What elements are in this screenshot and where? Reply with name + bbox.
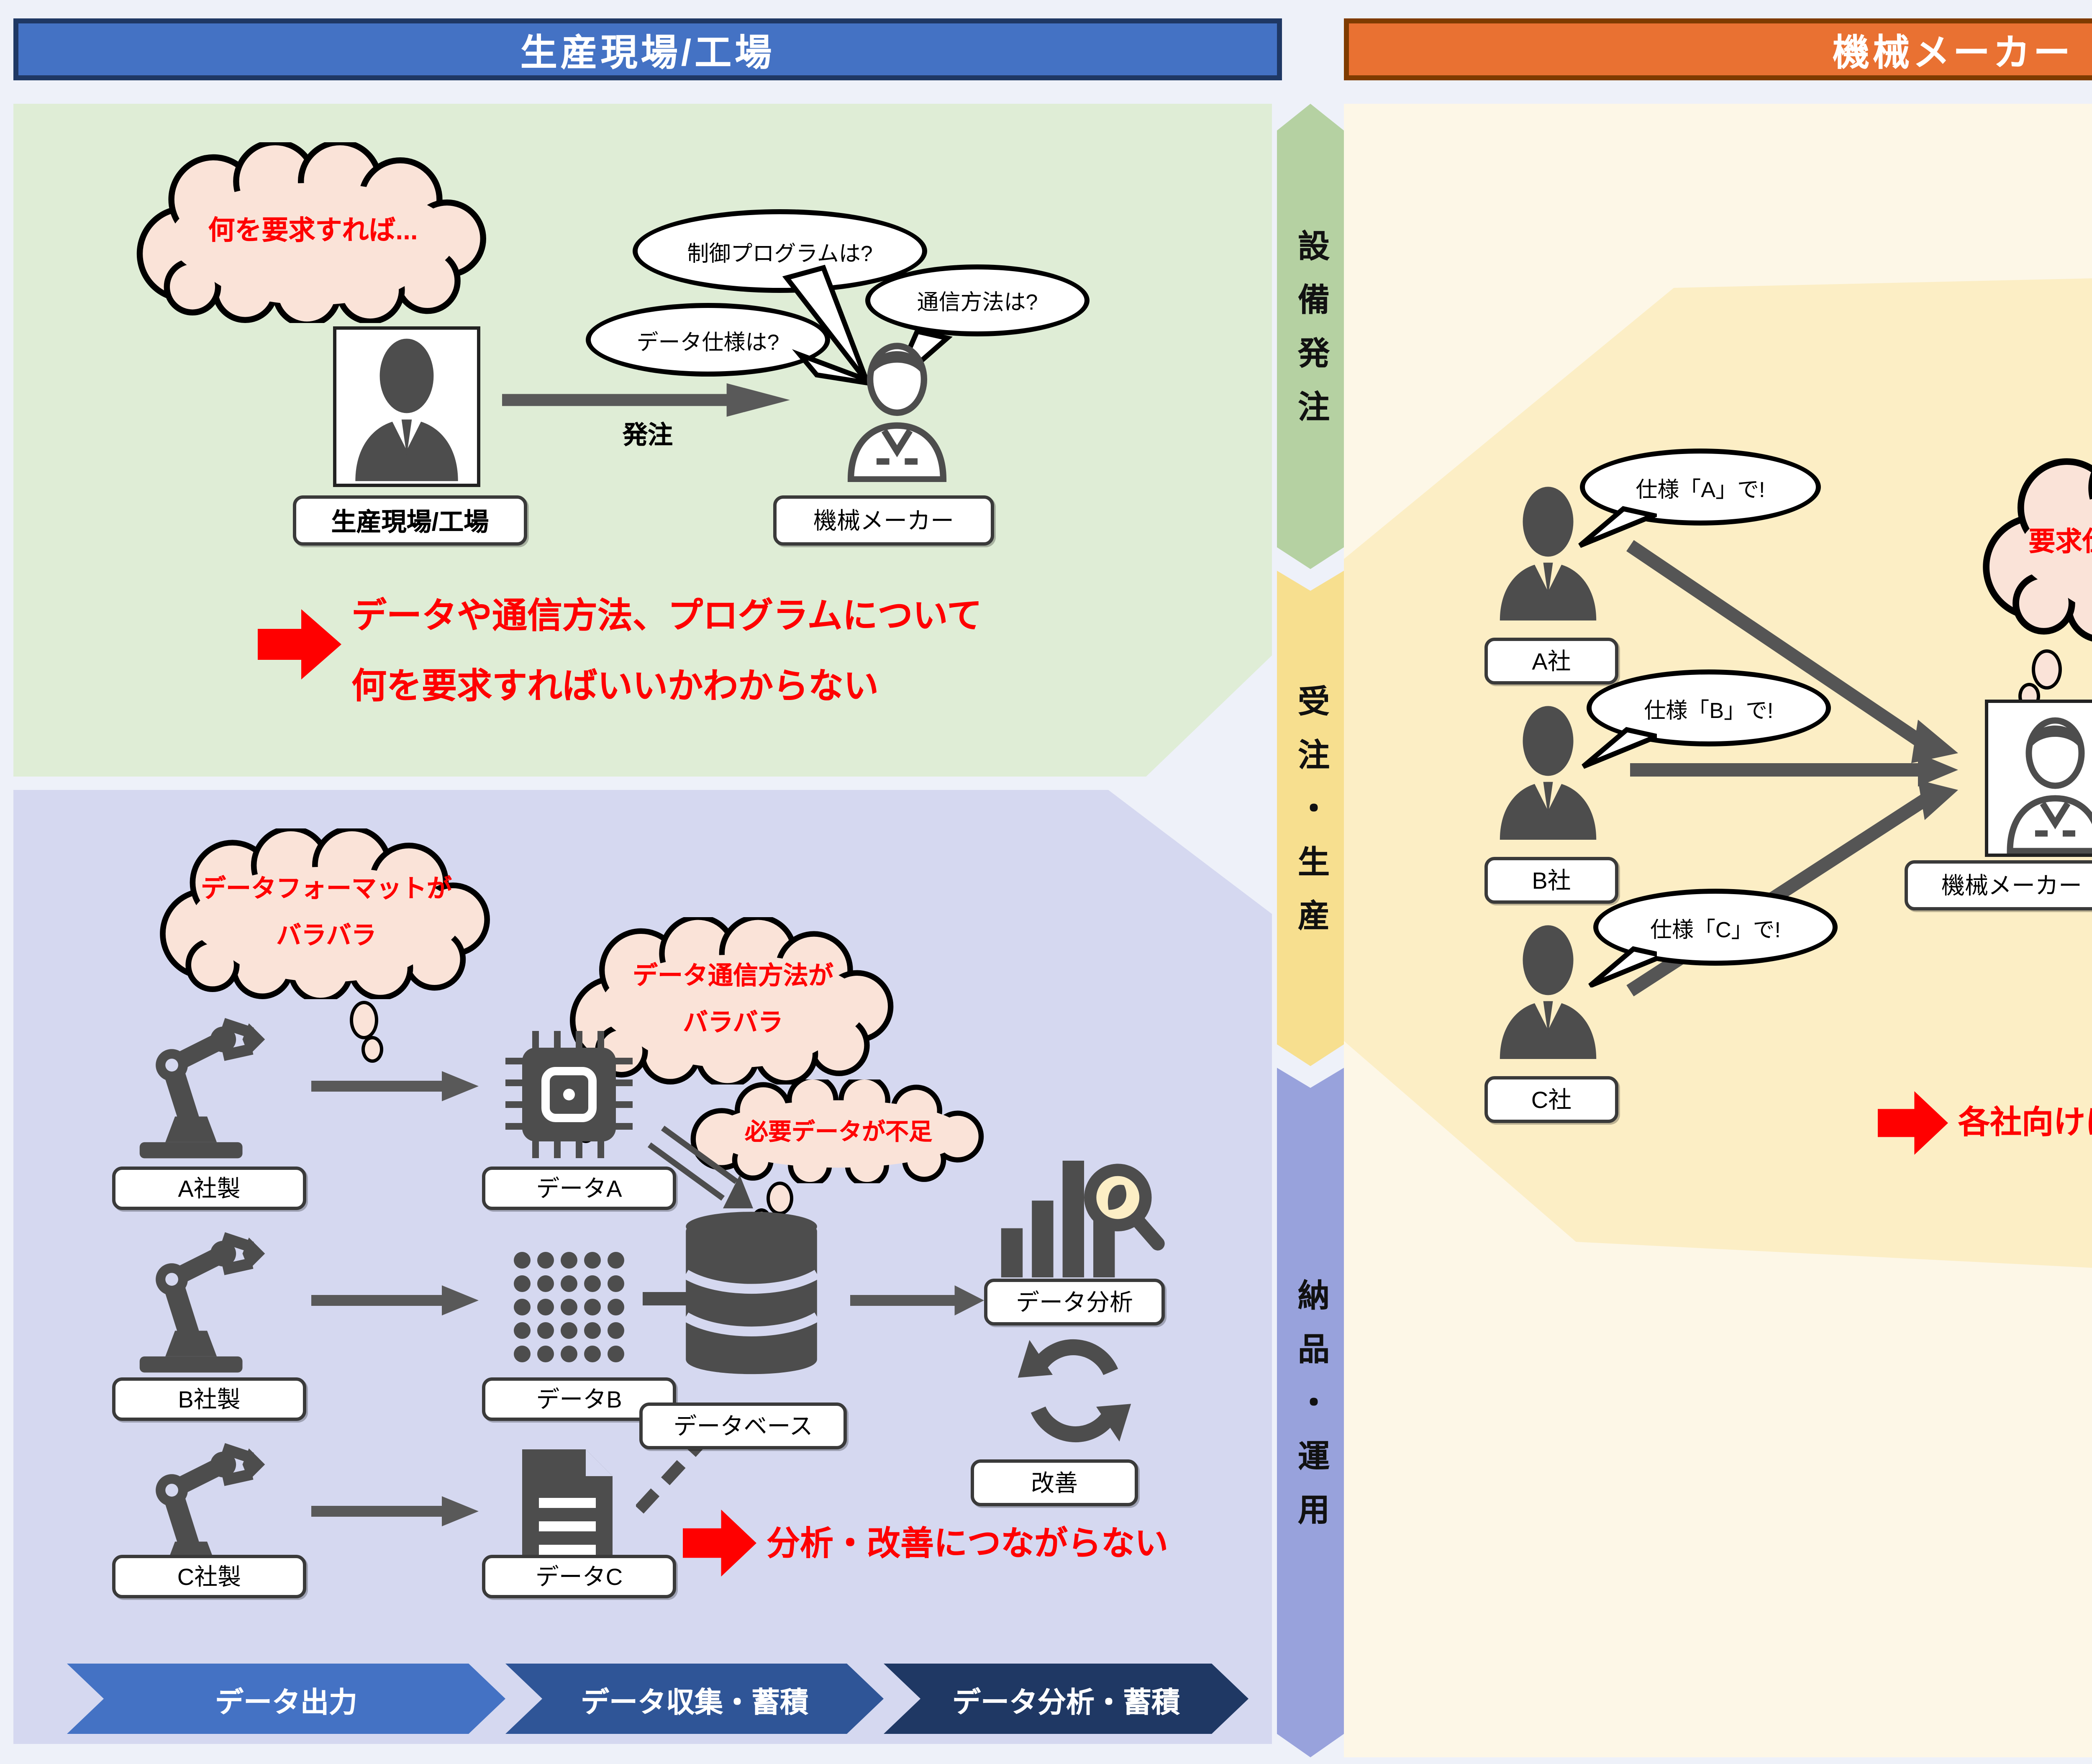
process-step-data-collect: データ収集・蓄積 bbox=[505, 1664, 884, 1734]
maker-person-tag-top: 機械メーカー bbox=[773, 495, 994, 546]
lifecycle-stage-order-production: 受注・生産 bbox=[1277, 571, 1344, 1066]
maker-person-tag: 機械メーカー bbox=[1905, 860, 2092, 910]
maker-thought-cloud: 要求仕様が各社バラバラ bbox=[1961, 438, 2092, 649]
thought-puff bbox=[361, 1036, 383, 1063]
company-b-tag: B社 bbox=[1484, 857, 1618, 904]
cloud-data-format: データフォーマットが バラバラ bbox=[104, 828, 549, 999]
database-label: データベース bbox=[673, 1413, 813, 1439]
maker-person-icon-top bbox=[830, 328, 964, 483]
company-c-tag: C社 bbox=[1484, 1076, 1618, 1123]
factory-bottom-problem: 分析・改善につながらない bbox=[767, 1526, 1168, 1563]
factory-person-frame bbox=[333, 326, 480, 487]
maker-person-tag-label: 機械メーカー bbox=[813, 507, 954, 534]
factory-problem-line1: データや通信方法、プログラムについて bbox=[351, 597, 982, 636]
company-speech-tails bbox=[1578, 506, 1657, 987]
speech-bubble-communication: 通信方法は? bbox=[865, 264, 1090, 336]
process-step-data-output: データ出力 bbox=[67, 1664, 505, 1734]
factory-person-tag-label: 生産現場/工場 bbox=[331, 508, 489, 536]
left-panel-title: 生産現場/工場 bbox=[520, 31, 775, 73]
lifecycle-stage-label: 納品・運用 bbox=[1293, 1279, 1328, 1546]
machine-a-label: A社製 bbox=[178, 1175, 241, 1202]
cloud-shape bbox=[136, 142, 486, 323]
thought-puff bbox=[2032, 649, 2062, 690]
company-c-person-icon bbox=[1488, 907, 1608, 1071]
improve-cycle-icon bbox=[1008, 1326, 1141, 1456]
machine-a-tag: A社製 bbox=[112, 1167, 306, 1210]
data-a-label: データA bbox=[536, 1175, 622, 1202]
company-a-person-icon bbox=[1488, 469, 1608, 633]
thought-puff bbox=[350, 1001, 378, 1039]
cloud-data-comm: データ通信方法が バラバラ bbox=[532, 917, 934, 1085]
lifecycle-stage-equipment-order: 設備発注 bbox=[1277, 104, 1344, 569]
machine-c-tag: C社製 bbox=[112, 1555, 306, 1598]
data-b-label: データB bbox=[536, 1386, 622, 1413]
company-b-label: B社 bbox=[1532, 867, 1571, 894]
cloud-data-format-line2: バラバラ bbox=[276, 922, 377, 951]
maker-person-tag-label: 機械メーカー bbox=[1941, 872, 2082, 899]
speech-text: 通信方法は? bbox=[917, 290, 1038, 315]
factory-person-tag: 生産現場/工場 bbox=[293, 495, 527, 546]
process-step-data-analysis: データ分析・蓄積 bbox=[884, 1664, 1249, 1734]
cloud-data-lack-text: 必要データが不足 bbox=[745, 1117, 932, 1144]
maker-problem: 各社向けに独自開発が必要 bbox=[1958, 1106, 2092, 1141]
left-panel-header: 生産現場/工場 bbox=[13, 18, 1282, 80]
robot-arm-a-icon bbox=[114, 1001, 281, 1161]
data-b-dots-icon bbox=[505, 1245, 633, 1366]
order-arrow-label: 発注 bbox=[622, 422, 673, 450]
data-analysis-icon bbox=[987, 1151, 1172, 1282]
right-panel-title: 機械メーカー bbox=[1832, 31, 2074, 73]
speech-text: データ仕様は? bbox=[636, 329, 779, 354]
lifecycle-stage-delivery-operation: 納品・運用 bbox=[1277, 1068, 1344, 1757]
data-c-label: データC bbox=[535, 1563, 623, 1590]
data-a-tag: データA bbox=[482, 1167, 676, 1210]
factory-problem-line2: 何を要求すればいいかわからない bbox=[351, 668, 879, 706]
company-a-label: A社 bbox=[1532, 648, 1571, 674]
data-c-document-icon bbox=[515, 1449, 619, 1573]
process-step-label: データ分析・蓄積 bbox=[952, 1686, 1180, 1718]
cloud-data-comm-line2: バラバラ bbox=[683, 1009, 783, 1038]
data-analysis-tag: データ分析 bbox=[984, 1279, 1165, 1326]
speech-text: 仕様「A」で! bbox=[1636, 476, 1765, 501]
data-c-tag: データC bbox=[482, 1555, 676, 1598]
company-c-label: C社 bbox=[1531, 1086, 1572, 1113]
factory-person-icon bbox=[355, 338, 458, 481]
machine-b-tag: B社製 bbox=[112, 1377, 306, 1421]
speech-text: 制御プログラムは? bbox=[687, 240, 873, 265]
cloud-data-lack: 必要データが不足 bbox=[659, 1079, 1018, 1183]
lifecycle-stage-label: 受注・生産 bbox=[1293, 685, 1328, 952]
process-step-label: データ収集・蓄積 bbox=[581, 1686, 808, 1718]
improve-label: 改善 bbox=[1031, 1469, 1078, 1496]
maker-thought-text: 要求仕様が各社バラバラ bbox=[2028, 528, 2092, 557]
cloud-data-format-line1: データフォーマットが bbox=[200, 874, 452, 903]
lifecycle-stage-label: 設備発注 bbox=[1293, 229, 1328, 444]
process-step-label: データ出力 bbox=[215, 1686, 357, 1718]
company-a-tag: A社 bbox=[1484, 638, 1618, 685]
robot-arm-b-icon bbox=[114, 1215, 281, 1376]
cloud-data-comm-line1: データ通信方法が bbox=[632, 961, 833, 990]
data-analysis-label: データ分析 bbox=[1016, 1289, 1133, 1315]
maker-person-frame bbox=[1985, 700, 2092, 857]
factory-thought-text: 何を要求すれば... bbox=[208, 217, 418, 246]
machine-c-label: C社製 bbox=[177, 1563, 241, 1590]
company-b-person-icon bbox=[1488, 688, 1608, 852]
speech-text: 仕様「C」で! bbox=[1650, 916, 1781, 941]
improve-tag: 改善 bbox=[971, 1459, 1138, 1506]
data-a-chip-icon bbox=[502, 1028, 636, 1161]
factory-thought-cloud: 何を要求すれば... bbox=[97, 142, 529, 323]
database-tag: データベース bbox=[639, 1402, 847, 1449]
machine-b-label: B社製 bbox=[178, 1386, 241, 1413]
right-panel-header: 機械メーカー bbox=[1344, 18, 2092, 80]
database-icon bbox=[669, 1198, 833, 1392]
speech-text: 仕様「B」で! bbox=[1644, 697, 1774, 722]
